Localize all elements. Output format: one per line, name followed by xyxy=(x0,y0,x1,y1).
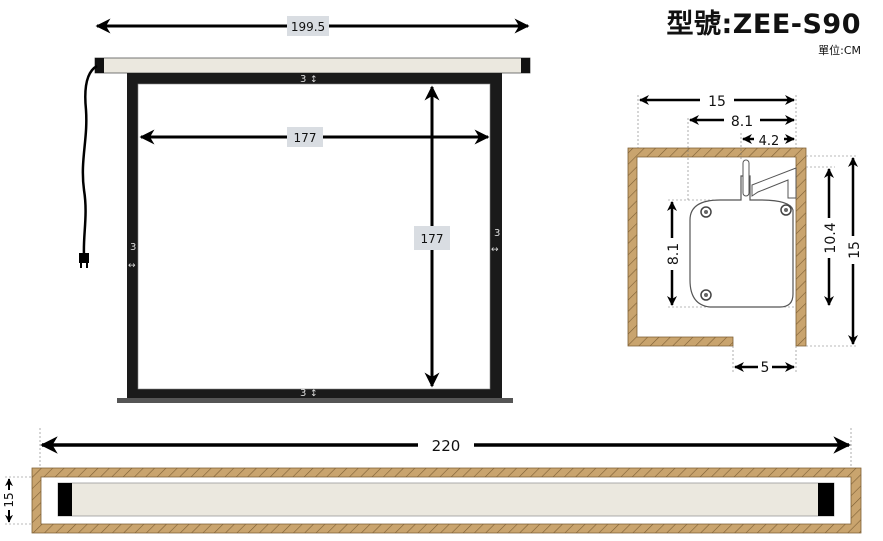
svg-text:↔: ↔ xyxy=(128,261,136,271)
mounting-bracket xyxy=(751,167,797,199)
unit-label: 單位:CM xyxy=(818,44,861,57)
housing-width-label: 199.5 xyxy=(291,20,325,34)
svg-text:↕: ↕ xyxy=(310,389,318,399)
front-view: 199.5 3 ↕ 3 ↕ 3 ↔ 3 ↔ 177 177 xyxy=(79,16,531,403)
housing-height-label: 8.1 xyxy=(666,243,682,265)
border-bottom-label: 3 xyxy=(300,388,306,399)
svg-text:↕: ↕ xyxy=(310,75,318,85)
screen-width-label: 177 xyxy=(294,131,317,145)
border-left-label: 3 xyxy=(130,242,136,253)
cavity-width-label: 15 xyxy=(708,94,726,110)
housing-top-view xyxy=(57,482,835,517)
bracket-offset-label: 8.1 xyxy=(731,114,753,130)
bracket-depth-label: 4.2 xyxy=(759,134,780,149)
cavity-height-label: 15 xyxy=(847,241,863,259)
model-title: 型號:ZEE-S90 xyxy=(666,9,861,40)
border-right-label: 3 xyxy=(494,228,500,239)
power-cord xyxy=(81,64,98,256)
side-section: 15 8.1 4.2 8.1 10.4 15 5 xyxy=(627,92,863,376)
top-section: 220 15 xyxy=(1,428,862,534)
svg-text:↔: ↔ xyxy=(491,245,499,255)
plug-icon xyxy=(79,253,89,268)
cavity-depth-label: 15 xyxy=(2,492,16,507)
opening-width-label: 5 xyxy=(761,360,770,376)
total-length-label: 220 xyxy=(432,437,461,455)
screen-housing xyxy=(94,57,531,74)
motor-housing xyxy=(689,175,794,308)
bottom-bar xyxy=(117,398,513,403)
screen-height-label: 177 xyxy=(421,232,444,246)
drop-height-label: 10.4 xyxy=(823,222,839,253)
border-top-label: 3 xyxy=(300,74,306,85)
